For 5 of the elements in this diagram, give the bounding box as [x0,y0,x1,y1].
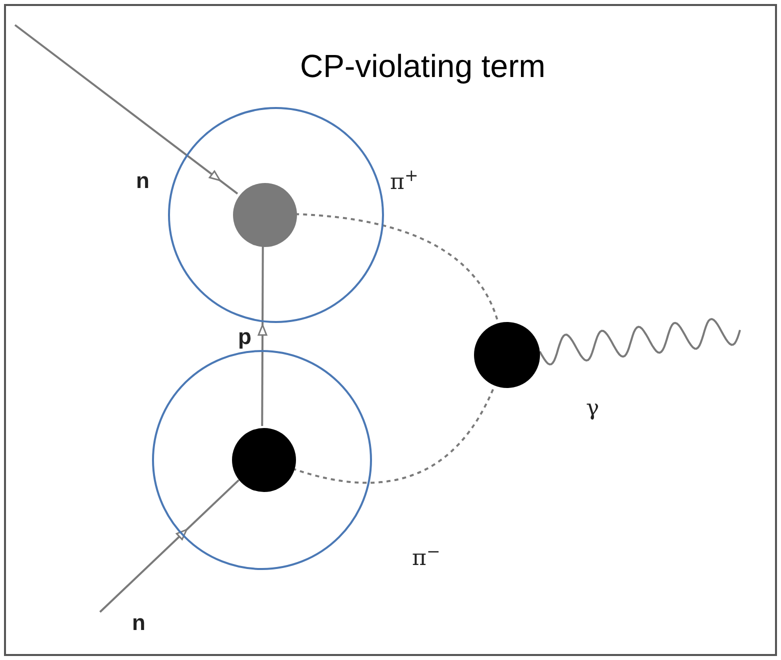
annotation-text: CP-violating term [300,50,546,82]
photon-wave-line [538,318,741,366]
arrow [99,479,240,613]
arrow [14,24,238,194]
arrow [258,245,268,426]
